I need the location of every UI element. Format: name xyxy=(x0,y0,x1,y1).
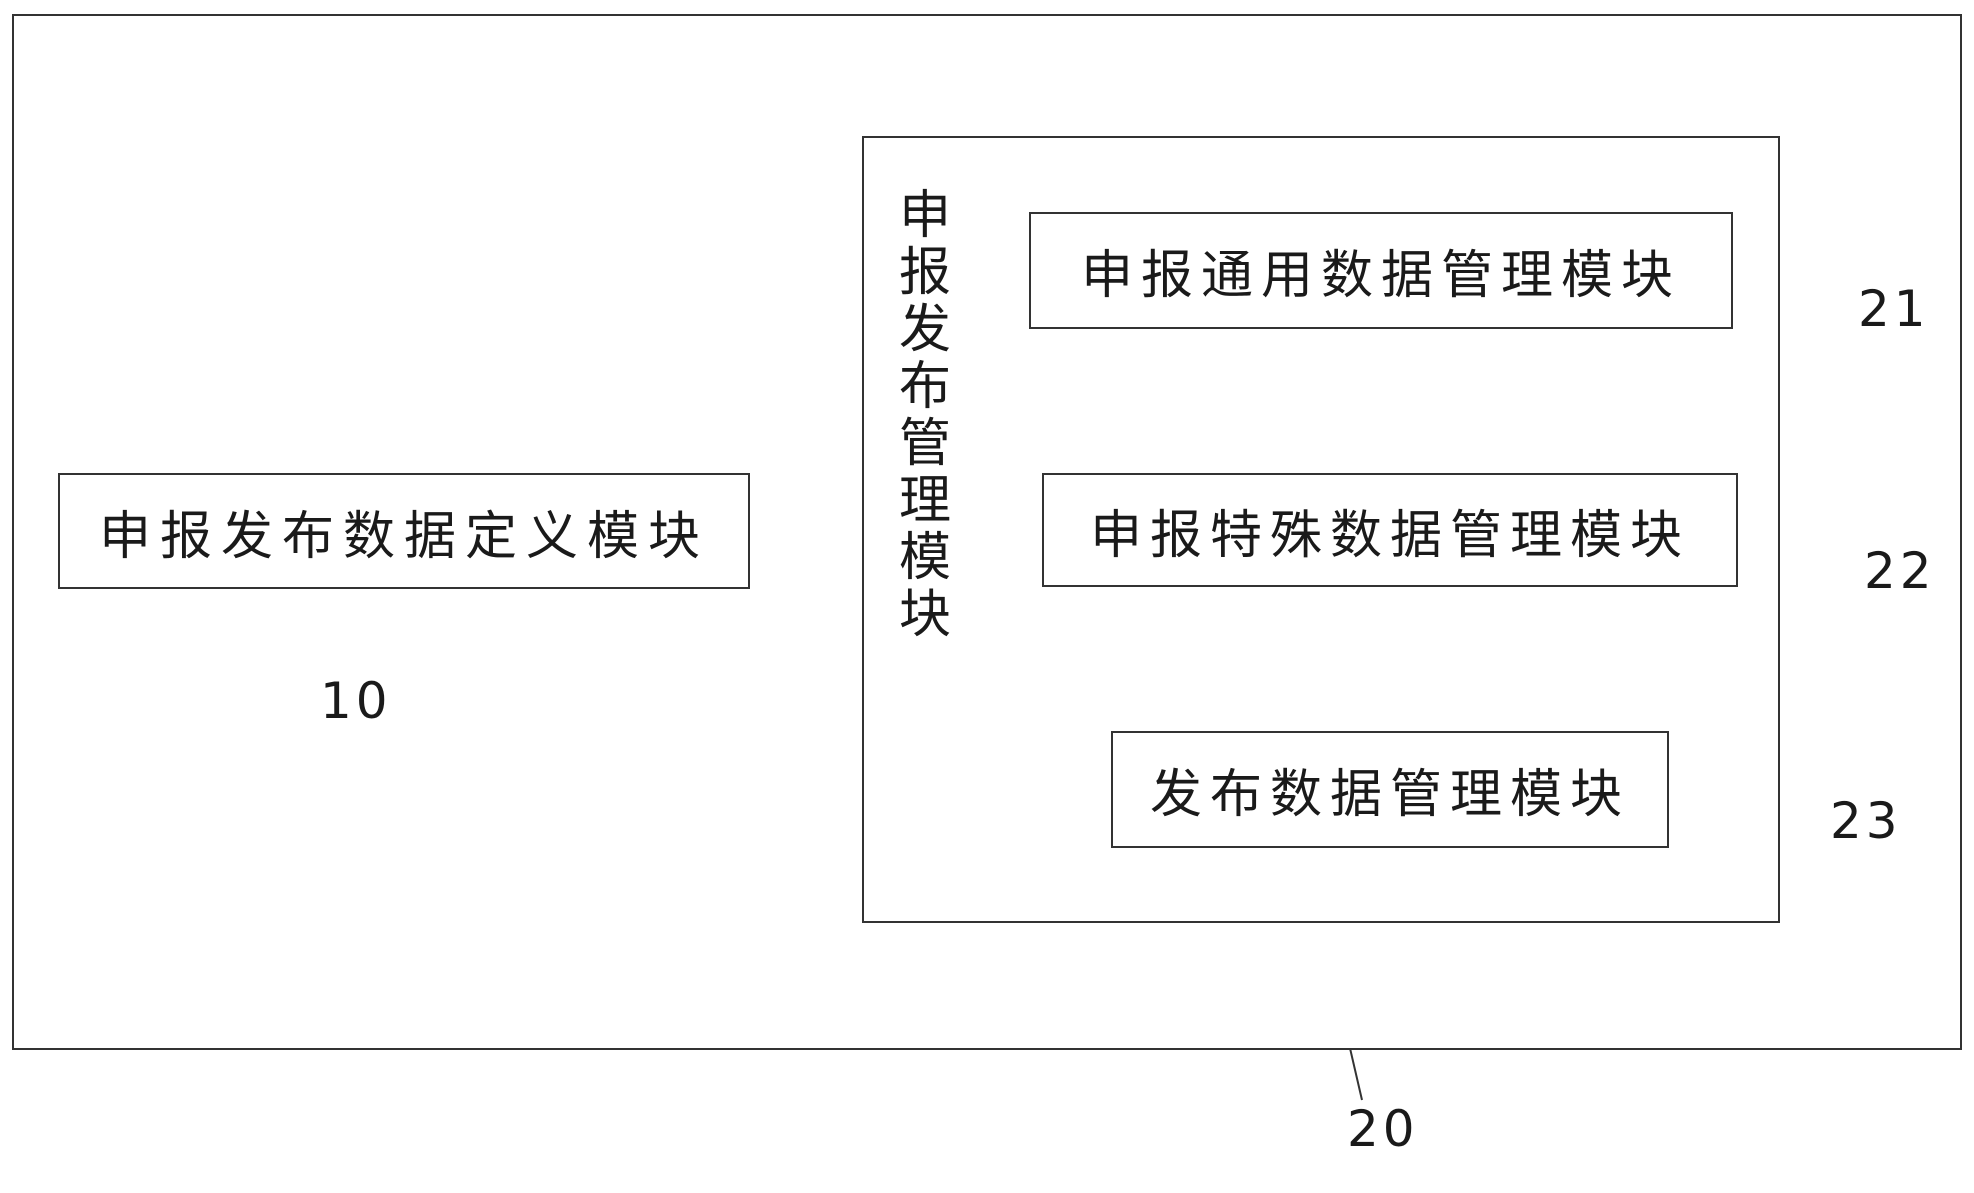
ref-22: 22 xyxy=(1864,542,1936,600)
special-data-module-box xyxy=(1042,473,1738,587)
ref-10: 10 xyxy=(320,672,392,730)
definition-module-label: 申报发布数据定义模块 xyxy=(98,506,709,567)
general-data-module-box xyxy=(1029,212,1733,329)
ref-23: 23 xyxy=(1830,792,1902,850)
ref-20: 20 xyxy=(1347,1100,1419,1158)
management-module-label: 申报发布管理模块 xyxy=(898,186,951,645)
general-data-module-label: 申报通用数据管理模块 xyxy=(1080,246,1681,306)
publish-data-module-box xyxy=(1111,731,1669,848)
publish-data-module-label: 发布数据管理模块 xyxy=(1149,765,1630,825)
special-data-module-label: 申报特殊数据管理模块 xyxy=(1089,505,1690,566)
ref-21: 21 xyxy=(1858,280,1930,338)
definition-module-box xyxy=(58,473,750,589)
